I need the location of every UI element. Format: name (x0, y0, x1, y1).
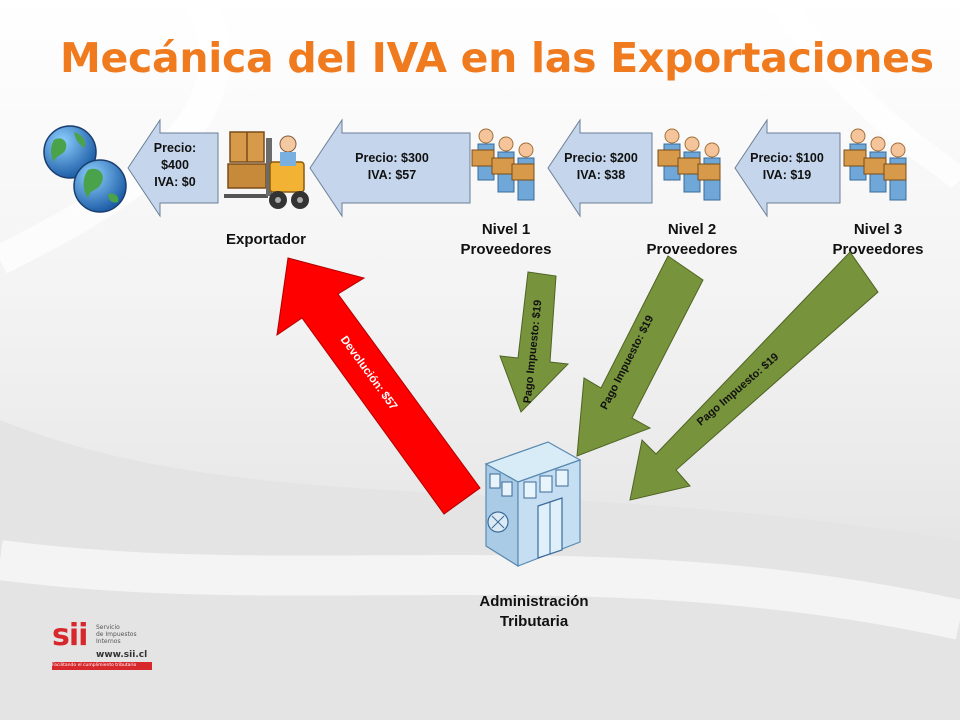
logo-brand: sii (52, 618, 88, 653)
price-text-level1: Precio: $200 IVA: $38 (564, 151, 638, 182)
logo-url: www.sii.cl (96, 650, 148, 660)
globe-icon (43, 125, 127, 213)
tax-label-level3: Pago Impuesto: $19 (695, 351, 781, 428)
price-text-buyer: Precio: $400 IVA: $0 (153, 141, 197, 189)
supplier-group-icon (471, 128, 535, 201)
slide-title: Mecánica del IVA en las Exportaciones (60, 34, 934, 82)
level1-label: Nivel 1 Proveedores (460, 221, 552, 258)
price-text-level2: Precio: $100 IVA: $19 (750, 151, 824, 182)
level2-label: Nivel 2 Proveedores (646, 221, 738, 258)
vault-building-icon (484, 441, 582, 568)
logo-tagline: Facilitando el cumplimiento tributario (52, 662, 152, 670)
supplier-group-icon (843, 128, 907, 201)
supplier-group-icon (657, 128, 721, 201)
logo-line2: de Impuestos (96, 631, 137, 638)
price-text-exporter: Precio: $300 IVA: $57 (355, 151, 429, 182)
logo-line1: Servicio (96, 624, 120, 631)
forklift-icon (224, 131, 309, 209)
logo-line3: Internos (96, 638, 121, 645)
exporter-label: Exportador (225, 231, 306, 248)
sii-logo: sii Servicio de Impuestos Internos www.s… (52, 618, 152, 670)
tax-admin-label: Administración Tributaria (479, 593, 589, 630)
level3-label: Nivel 3 Proveedores (832, 221, 924, 258)
